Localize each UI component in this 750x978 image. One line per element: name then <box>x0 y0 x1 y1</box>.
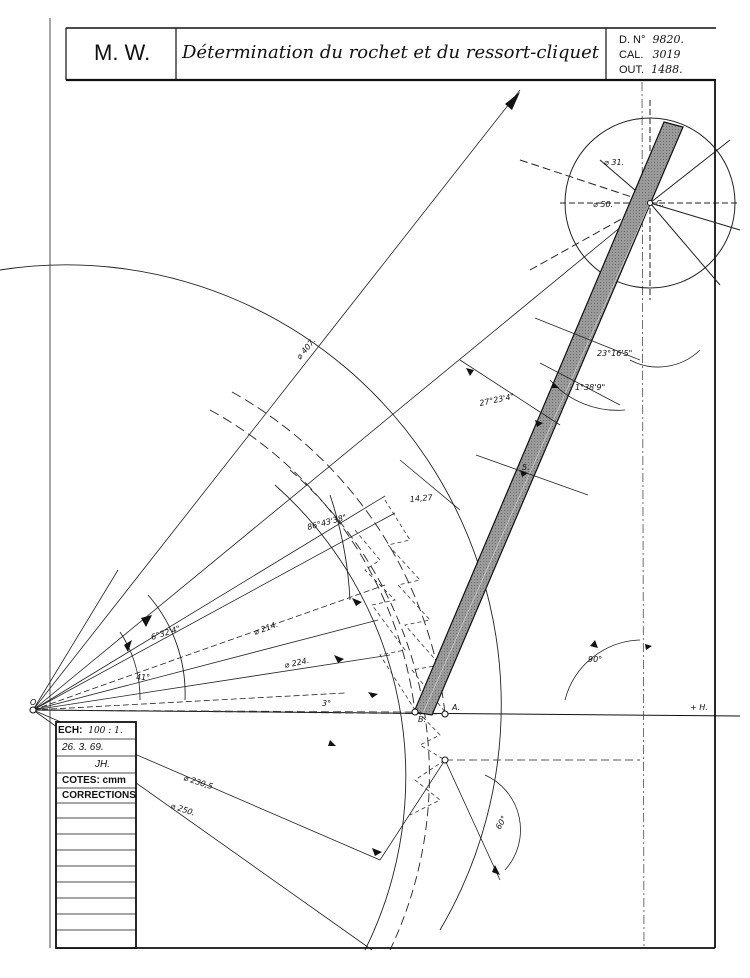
label-point-o: O. <box>30 698 39 707</box>
label-d2305: ⌀ 230,5 <box>182 773 214 791</box>
center-lines <box>29 81 741 949</box>
corrections-header: CORRECTIONS <box>62 790 136 801</box>
initials-row: JH. <box>95 759 110 770</box>
label-s5: 5. <box>522 463 530 472</box>
cal-label: CAL. <box>619 49 644 61</box>
label-point-c: C. <box>656 199 664 208</box>
out-value: 1488. <box>651 63 683 76</box>
out-label: OUT. <box>619 64 645 76</box>
scale-value: 100 : 1. <box>88 726 123 736</box>
label-ang1: 1°38'9" <box>575 383 605 392</box>
label-ang23: 23°16'5" <box>597 349 632 358</box>
drawing-number-value: 9820. <box>652 33 684 46</box>
bar-dimension-lines <box>399 317 701 701</box>
dimension-arrows <box>124 92 652 875</box>
pawl-spring-bar <box>413 121 684 716</box>
label-point-a: A. <box>451 703 460 712</box>
bottom-construction <box>379 759 640 881</box>
label-t1427: 14,27 <box>409 493 434 504</box>
drawing-title: Détermination du rochet et du ressort-cl… <box>182 42 599 63</box>
reference-points <box>29 200 653 764</box>
label-ang41: 41° <box>136 673 150 682</box>
ratchet-arcs <box>0 264 502 951</box>
ratchet-teeth <box>354 499 446 816</box>
label-axis-h: + H. <box>690 703 708 712</box>
title-block-frame <box>65 27 716 82</box>
label-ang86: 86°43'38" <box>306 513 347 532</box>
scale-row: ECH: 100 : 1. <box>58 725 134 736</box>
label-d407: ⌀ 407. <box>295 336 318 361</box>
cal-value: 3019 <box>652 48 681 61</box>
cal-row: CAL. 3019 <box>619 48 681 61</box>
label-d214: ⌀ 214. <box>253 620 280 637</box>
label-ang3: 3° <box>322 699 331 708</box>
label-ang60: 60° <box>494 814 509 831</box>
date-row: 26. 3. 69. <box>62 742 104 753</box>
label-point-b: B. <box>418 715 426 724</box>
info-box-frame <box>55 721 137 949</box>
label-d50: ⌀ 50. <box>593 200 613 209</box>
bar-centerline <box>422 202 651 714</box>
out-row: OUT. 1488. <box>619 63 683 76</box>
company-code: M. W. <box>94 40 151 65</box>
units-row: COTES: cmm <box>62 775 126 786</box>
label-d250: ⌀ 250. <box>169 801 196 817</box>
drawing-number-label: D. N° <box>619 34 646 46</box>
label-ang6: 6°32'4" <box>150 624 182 642</box>
label-ang27: 27°23'4" <box>479 392 515 408</box>
drawing-number-row: D. N° 9820. <box>619 33 684 46</box>
scale-label: ECH: <box>58 725 83 736</box>
label-d31: ⌀ 31. <box>604 158 624 167</box>
pivot-circle <box>519 100 741 300</box>
label-ang90: 90° <box>588 655 602 664</box>
